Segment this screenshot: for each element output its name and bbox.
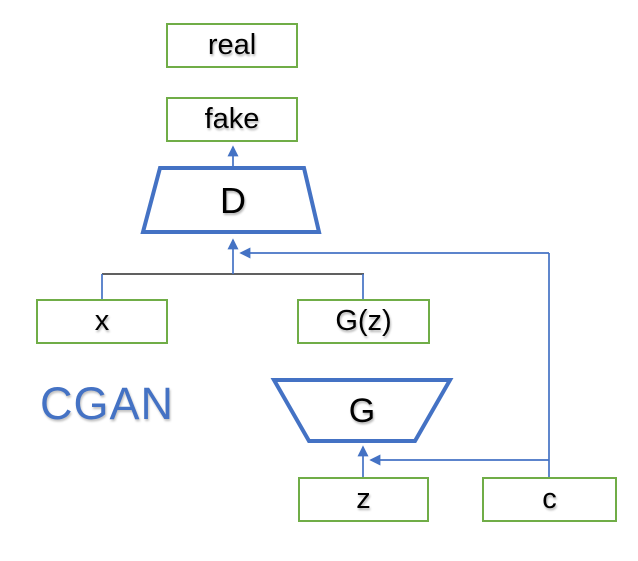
- discriminator-trapezoid: [140, 166, 322, 234]
- node-c-box: c: [482, 477, 617, 522]
- generator-trapezoid: [270, 378, 454, 443]
- diagram-title: CGAN: [40, 378, 175, 429]
- node-x-box: x: [36, 299, 168, 344]
- discriminator-label: D: [220, 180, 246, 221]
- node-z-box: z: [298, 477, 429, 522]
- generator-label: G: [348, 392, 376, 430]
- node-real-box: real: [166, 23, 298, 68]
- node-fake-box: fake: [166, 97, 298, 142]
- node-gz-box: G(z): [297, 299, 430, 344]
